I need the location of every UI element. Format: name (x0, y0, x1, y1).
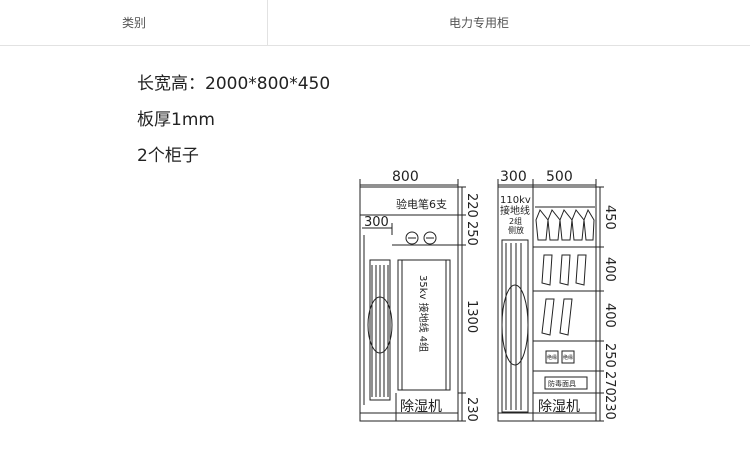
spec-dimensions: 长宽高：2000*800*450 (137, 74, 331, 94)
right-dim-b: 500 (546, 169, 573, 185)
left-35kv-label: 35kv 接地线 4组 (417, 275, 430, 352)
right-badge-1: 绝缘 (547, 354, 557, 361)
spec-table: 类别 电力专用柜 (0, 0, 750, 46)
right-side-label: 侧放 (508, 225, 524, 235)
right-badge-2: 绝缘 (563, 354, 573, 361)
spec-thickness: 板厚1mm (137, 110, 215, 130)
right-dehumidifier-label: 除湿机 (538, 399, 580, 415)
left-inner-dim: 300 (364, 215, 389, 230)
left-dehumidifier-label: 除湿机 (400, 399, 442, 415)
left-height-1: 220 (464, 193, 479, 218)
right-height-3: 400 (602, 303, 617, 328)
category-value: 电力专用柜 (448, 16, 509, 30)
right-ground-label: 接地线 (500, 204, 530, 217)
right-dim-a: 300 (500, 169, 527, 185)
spec-cabinet-count: 2个柜子 (137, 146, 199, 166)
left-pens-label: 验电笔6支 (396, 197, 447, 211)
spec-lines: 长宽高：2000*800*450 板厚1mm 2个柜子 (137, 72, 330, 180)
right-masks-label: 防毒面具 (548, 379, 576, 388)
right-height-2: 400 (602, 257, 617, 282)
left-height-2: 250 (464, 221, 479, 246)
right-height-5: 270 (602, 371, 617, 396)
right-height-1: 450 (602, 205, 617, 230)
right-height-6: 230 (602, 395, 617, 420)
right-110kv-label: 110kv (500, 195, 531, 206)
cabinet-drawing: 800 验电笔6支 300 35kv 接地线 4组 除湿机 (359, 169, 617, 422)
left-height-3: 1300 (464, 300, 479, 333)
right-group-label: 2组 (509, 216, 522, 226)
left-height-4: 230 (464, 397, 479, 422)
right-cabinet: 300 500 110kv 接地线 2组 侧放 (497, 169, 617, 422)
right-height-4: 250 (602, 343, 617, 368)
category-label: 类别 (0, 0, 268, 45)
left-width-dim: 800 (392, 169, 419, 185)
left-cabinet: 800 验电笔6支 300 35kv 接地线 4组 除湿机 (359, 169, 479, 422)
